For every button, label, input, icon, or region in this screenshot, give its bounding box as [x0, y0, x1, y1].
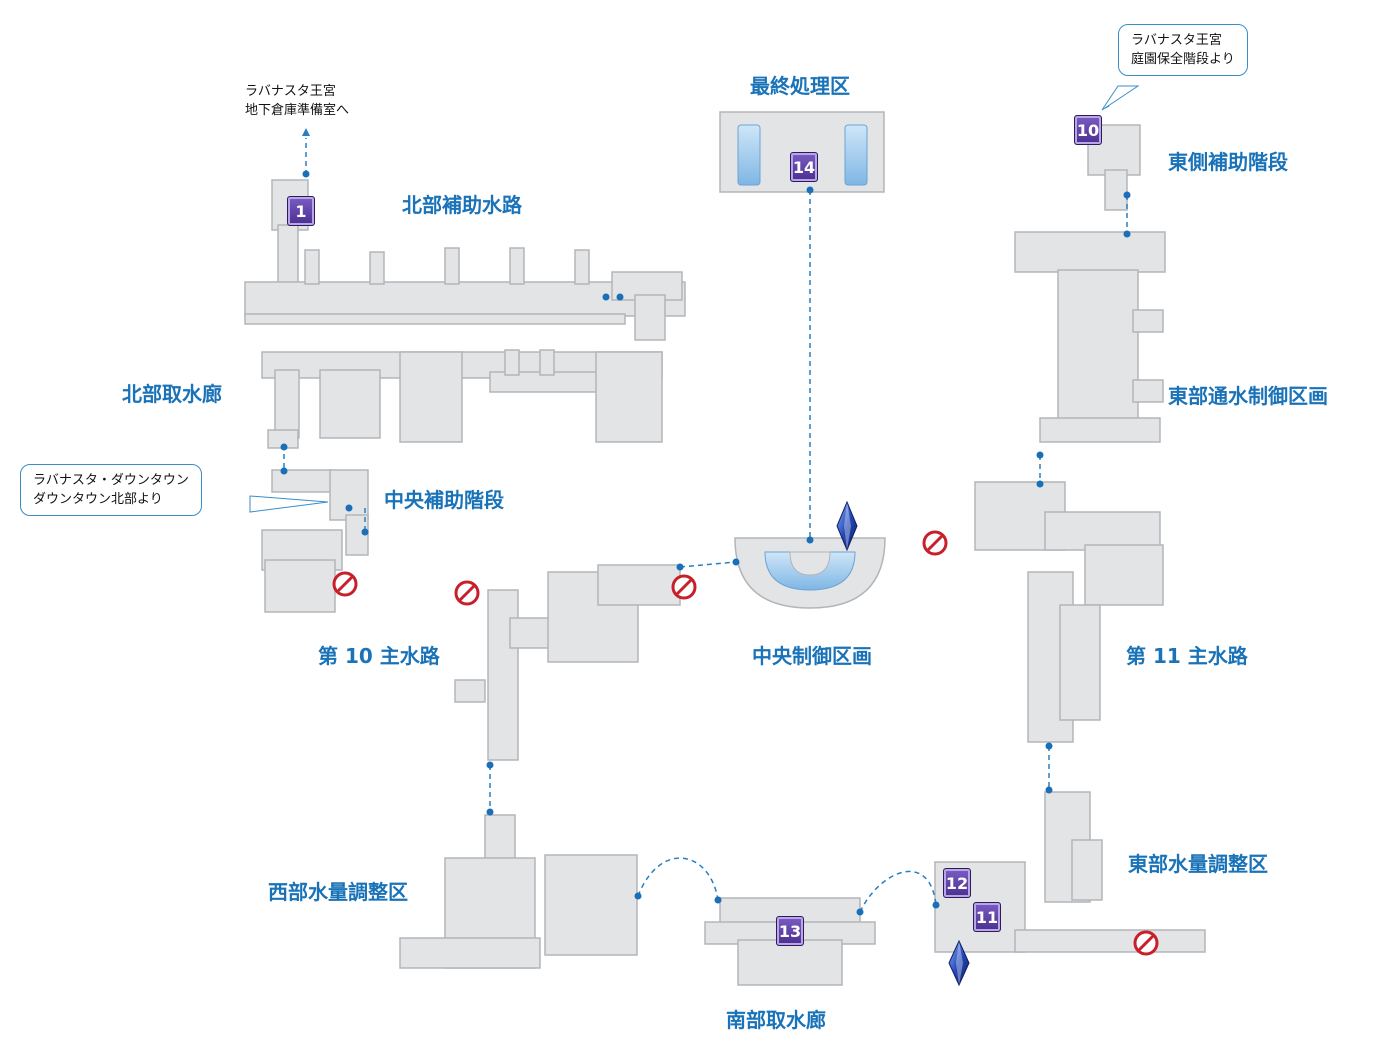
map-marker-icon[interactable]: 11	[973, 902, 1001, 932]
central-control-inner	[789, 551, 831, 576]
callout-from-downtown-line1: ラバナスタ・ダウンタウン	[33, 473, 189, 488]
callout-from-garden: ラバナスタ王宮 庭園保全階段より	[1118, 24, 1248, 76]
area-east-mid	[974, 481, 1164, 606]
floor-plan	[244, 111, 1206, 986]
note-to-palace: ラバナスタ王宮 地下倉庫準備室へ	[245, 82, 349, 120]
callout-from-downtown-line2: ダウンタウン北部より	[33, 492, 163, 507]
no-entry-icon	[332, 571, 358, 597]
label-north-aux: 北部補助水路	[402, 193, 522, 217]
area-south-intake	[704, 897, 876, 986]
area-central-stairs	[261, 469, 369, 613]
map-marker-icon[interactable]: 13	[776, 916, 804, 946]
area-north-intake	[261, 349, 663, 449]
arrow-up-icon	[302, 128, 310, 136]
save-crystal-icon[interactable]	[836, 500, 858, 552]
note-to-palace-line2: 地下倉庫準備室へ	[245, 103, 350, 118]
area-east-control	[1014, 231, 1166, 443]
map-marker-icon[interactable]: 10	[1074, 115, 1102, 145]
label-main11: 第 11 主水路	[1126, 644, 1248, 668]
label-south-intake: 南部取水廊	[726, 1008, 826, 1032]
label-north-intake: 北部取水廊	[122, 382, 222, 406]
map-marker-icon[interactable]: 1	[287, 196, 315, 226]
no-entry-icon	[454, 580, 480, 606]
note-to-palace-line1: ラバナスタ王宮	[245, 84, 336, 99]
area-main10	[454, 564, 681, 761]
label-east-stairs: 東側補助階段	[1168, 150, 1288, 174]
label-east-water: 東部水量調整区	[1128, 852, 1268, 876]
water-features	[737, 124, 868, 591]
label-final: 最終処理区	[750, 74, 850, 98]
label-central-control: 中央制御区画	[752, 644, 872, 668]
callout-from-garden-line1: ラバナスタ王宮	[1131, 33, 1222, 48]
no-entry-icon	[922, 530, 948, 556]
callout-from-garden-line2: 庭園保全階段より	[1131, 52, 1235, 67]
label-main10: 第 10 主水路	[318, 644, 440, 668]
connection-dots	[280, 170, 1131, 916]
label-east-control: 東部通水制御区画	[1168, 384, 1328, 408]
no-entry-icons	[332, 530, 1159, 956]
no-entry-icon	[1133, 930, 1159, 956]
label-central-stairs: 中央補助階段	[384, 488, 504, 512]
callout-tails	[249, 85, 1140, 513]
area-west-water	[399, 814, 638, 969]
area-main11	[1027, 571, 1101, 743]
map-marker-icon[interactable]: 14	[790, 152, 818, 182]
label-west-water: 西部水量調整区	[268, 880, 408, 904]
save-crystal-icon[interactable]	[948, 939, 970, 987]
area-north-aux	[244, 179, 686, 341]
map-marker-icon[interactable]: 12	[943, 868, 971, 898]
no-entry-icon	[671, 574, 697, 600]
callout-from-downtown: ラバナスタ・ダウンタウン ダウンタウン北部より	[20, 464, 202, 516]
